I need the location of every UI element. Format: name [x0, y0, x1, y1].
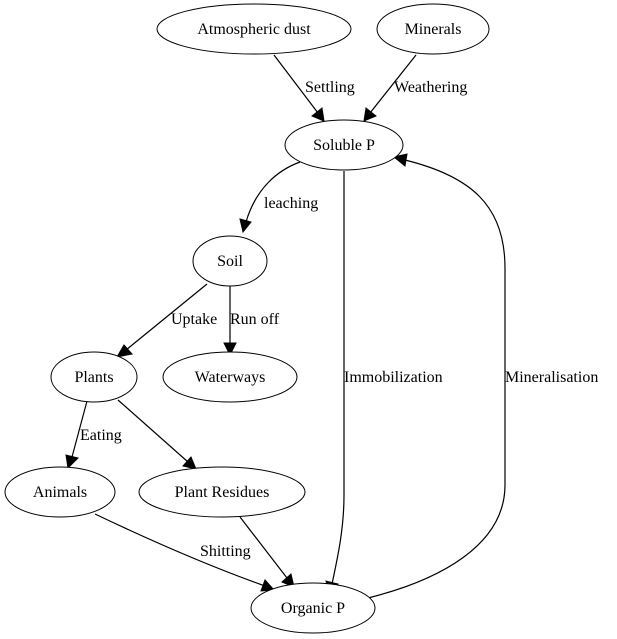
node-soluble-p: Soluble P — [284, 119, 404, 171]
edge-immobilization — [325, 171, 345, 596]
node-waterways: Waterways — [162, 351, 298, 403]
node-label-animals: Animals — [33, 484, 87, 501]
edge-label-leaching: leaching — [264, 195, 318, 212]
edge-label-shitting: Shitting — [200, 543, 251, 560]
node-plant-residues: Plant Residues — [138, 466, 306, 518]
node-label-atmospheric-dust: Atmospheric dust — [197, 21, 311, 38]
edge-label-weathering: Weathering — [394, 79, 467, 96]
edge-weathering — [363, 54, 417, 122]
edge-eating — [65, 400, 88, 470]
node-label-organic-p: Organic P — [281, 600, 345, 617]
node-plants: Plants — [50, 351, 138, 403]
node-organic-p: Organic P — [250, 582, 376, 634]
node-label-plants: Plants — [74, 369, 113, 386]
node-label-waterways: Waterways — [195, 369, 266, 386]
edge-label-settling: Settling — [305, 79, 355, 96]
node-atmospheric-dust: Atmospheric dust — [156, 3, 352, 55]
edge-settling — [273, 54, 325, 122]
node-label-minerals: Minerals — [405, 21, 462, 38]
edge-mineralisation — [367, 153, 506, 599]
node-minerals: Minerals — [376, 3, 490, 55]
edge-label-immobilization: Immobilization — [344, 369, 443, 386]
edge-uptake — [116, 283, 208, 358]
node-label-soluble-p: Soluble P — [313, 137, 375, 154]
node-animals: Animals — [4, 466, 116, 518]
edge-leaching — [239, 161, 301, 234]
node-label-soil: Soil — [217, 253, 243, 270]
edge-label-run-off: Run off — [230, 311, 280, 328]
edge-label-mineralisation: Mineralisation — [505, 369, 598, 386]
node-soil: Soil — [192, 235, 268, 287]
edge-label-uptake: Uptake — [171, 311, 217, 328]
edge-residues-to-organic — [239, 516, 295, 588]
node-label-plant-residues: Plant Residues — [175, 484, 270, 501]
edge-run-off — [223, 286, 237, 357]
edge-label-eating: Eating — [80, 427, 122, 444]
edge-plants-to-residues — [117, 399, 197, 470]
